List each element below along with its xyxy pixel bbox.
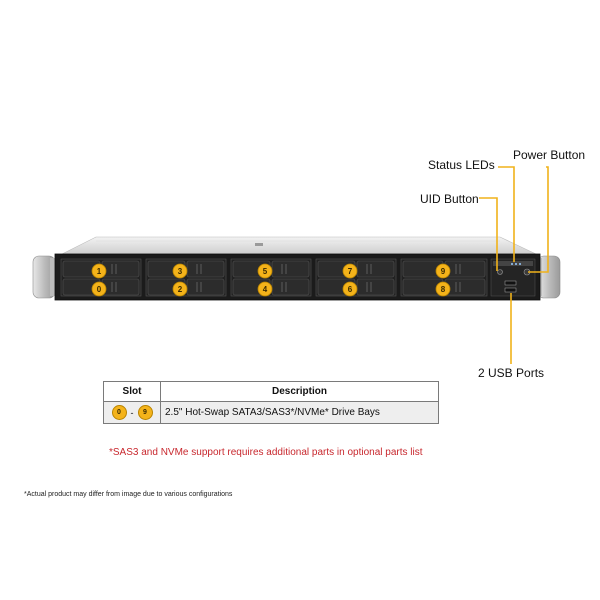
svg-text:4: 4 xyxy=(263,285,268,294)
usb-ports-label: 2 USB Ports xyxy=(478,366,545,380)
power-button-line xyxy=(528,166,549,273)
drive-badge-1 xyxy=(91,263,107,279)
uid-button-line xyxy=(479,197,498,271)
drive-badge-4 xyxy=(257,281,273,297)
drive-badge-5 xyxy=(257,263,273,279)
drive-badge-2 xyxy=(172,281,188,297)
drive-badge-6 xyxy=(342,281,358,297)
svg-text:7: 7 xyxy=(348,267,353,276)
svg-text:0: 0 xyxy=(97,285,102,294)
legend-header-row: Slot Description xyxy=(103,381,439,402)
power-button-label: Power Button xyxy=(513,148,586,162)
legend-description: 2.5" Hot-Swap SATA3/SAS3*/NVMe* Drive Ba… xyxy=(160,401,439,424)
legend-row: 0-9 2.5" Hot-Swap SATA3/SAS3*/NVMe* Driv… xyxy=(103,401,439,424)
product-disclaimer: *Actual product may differ from image du… xyxy=(24,491,233,498)
svg-text:1: 1 xyxy=(97,267,102,276)
uid-button-label: UID Button xyxy=(420,192,479,206)
svg-text:5: 5 xyxy=(263,267,268,276)
status-leds-line xyxy=(498,166,515,262)
slot-badge-start: 0 xyxy=(111,405,127,420)
svg-text:9: 9 xyxy=(441,267,446,276)
drive-badge-3 xyxy=(172,263,188,279)
chassis-top-cover xyxy=(61,236,537,255)
usb-port-1[interactable] xyxy=(504,280,517,286)
svg-text:2: 2 xyxy=(178,285,183,294)
slot-badge-end: 9 xyxy=(137,405,153,420)
legend-header-slot: Slot xyxy=(103,381,161,402)
drive-bay-grid xyxy=(60,258,488,297)
svg-text:3: 3 xyxy=(178,267,183,276)
callout-lines xyxy=(479,166,549,364)
legend-header-description: Description xyxy=(160,381,439,402)
drive-badge-7 xyxy=(342,263,358,279)
status-leds-label: Status LEDs xyxy=(428,158,495,172)
slot-legend-table: Slot Description 0-9 2.5" Hot-Swap SATA3… xyxy=(103,381,439,424)
usb-port-2[interactable] xyxy=(504,287,517,293)
svg-text:8: 8 xyxy=(441,285,446,294)
drive-badge-0 xyxy=(91,281,107,297)
drive-badges: 1 0 3 2 5 4 7 6 9 8 xyxy=(91,263,451,297)
slot-range-dash: - xyxy=(130,407,134,418)
uid-button[interactable] xyxy=(497,269,503,275)
drive-badge-8 xyxy=(435,281,451,297)
status-led-cluster xyxy=(511,263,513,265)
svg-text:6: 6 xyxy=(348,285,353,294)
sas3-nvme-footnote: *SAS3 and NVMe support requires addition… xyxy=(109,447,423,458)
legend-slot-range: 0-9 xyxy=(103,401,161,424)
drive-badge-9 xyxy=(435,263,451,279)
